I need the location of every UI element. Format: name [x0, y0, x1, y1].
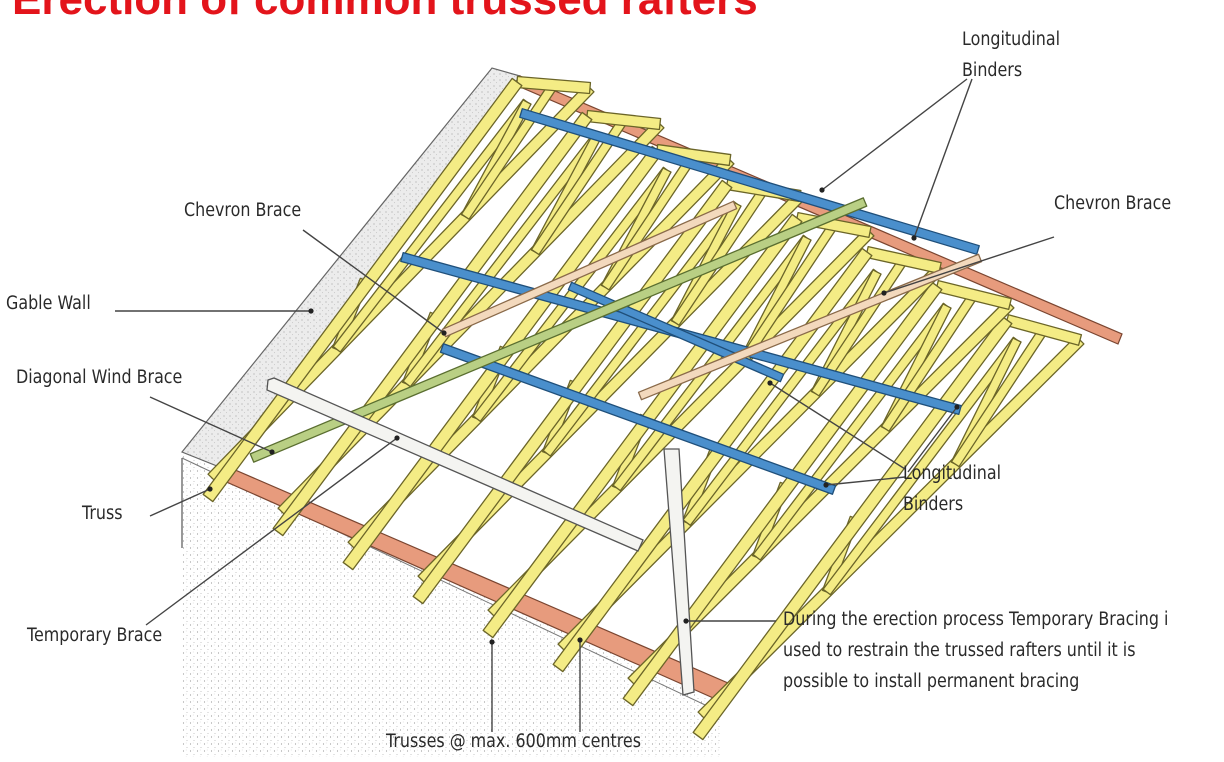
temporary-brace-prop [663, 448, 695, 696]
label-chevron-brace-left: Chevron Brace [184, 200, 302, 221]
truss-rear-rafter [515, 75, 592, 95]
truss-web [472, 166, 672, 423]
wall-body [182, 455, 720, 757]
leader-chevron-right [883, 236, 1055, 294]
leader-longitudinal-bottom-c [907, 406, 958, 473]
label-longitudinal-binders-top: Longitudinal Binders [962, 24, 1060, 86]
leader-longitudinal-bottom-b [825, 476, 906, 486]
leader-longitudinal-top-b [913, 78, 973, 239]
label-gable-wall: Gable Wall [6, 293, 91, 314]
label-longitudinal-binders-top-line2: Binders [962, 60, 1023, 81]
label-diagonal-wind-brace: Diagonal Wind Brace [16, 367, 183, 388]
truss [692, 314, 1085, 741]
leader-chevron-left [302, 229, 445, 334]
label-erection-note-line1: During the erection process Temporary Br… [783, 609, 1169, 630]
leader-wind-brace [149, 396, 273, 453]
leader-longitudinal-bottom-a [769, 382, 906, 470]
label-truss: Truss [82, 503, 123, 524]
truss-web [822, 336, 1022, 596]
longitudinal-binder-lower [439, 343, 837, 495]
label-longitudinal-binders-bottom-line1: Longitudinal [903, 463, 1002, 484]
label-longitudinal-binders-top-line1: Longitudinal [962, 29, 1061, 50]
label-erection-note-line3: possible to install permanent bracing [783, 671, 1080, 692]
page-title: Erection of common trussed rafters [12, 0, 758, 22]
leader-temporary-brace [145, 437, 398, 626]
leader-longitudinal-top-a [821, 78, 968, 191]
label-temporary-brace: Temporary Brace [27, 625, 163, 646]
truss-web [682, 268, 882, 526]
label-longitudinal-binders-bottom-line2: Binders [903, 494, 964, 515]
label-longitudinal-binders-bottom: Longitudinal Binders [903, 458, 1001, 520]
label-chevron-brace-right: Chevron Brace [1054, 193, 1172, 214]
truss [202, 75, 595, 503]
temporary-brace-plank [266, 377, 644, 552]
chevron-brace [637, 253, 983, 401]
label-erection-note-line2: used to restrain the trussed rafters unt… [783, 640, 1136, 661]
longitudinal-binder-top [519, 108, 980, 255]
leader-truss [149, 488, 211, 517]
label-erection-note: During the erection process Temporary Br… [783, 604, 1168, 697]
diagonal-wind-brace [249, 197, 868, 463]
longitudinal-binder-short [567, 281, 785, 383]
label-trusses-spacing: Trusses @ max. 600mm centres [386, 731, 642, 752]
